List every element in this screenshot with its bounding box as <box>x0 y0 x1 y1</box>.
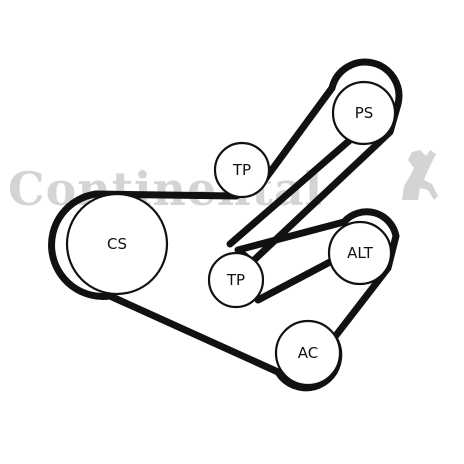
pulley-alt-circle <box>327 220 393 286</box>
pulley-tp-top-label: TP <box>232 161 251 179</box>
pulley-tp-mid-label: TP <box>226 271 245 289</box>
pulley-cs: CS <box>65 192 169 296</box>
pulley-ps: PS <box>331 80 397 146</box>
pulley-ac-circle <box>274 319 342 387</box>
belt-inner-strand-alt <box>254 258 334 304</box>
horse-icon <box>402 150 438 200</box>
pulley-ps-circle <box>331 80 397 146</box>
pulley-cs-label: CS <box>107 235 127 253</box>
pulley-ac: AC <box>274 319 342 387</box>
pulley-cs-circle <box>65 192 169 296</box>
pulley-tp-mid: TP <box>207 251 265 309</box>
pulley-alt: ALT <box>327 220 393 286</box>
pulley-tp-top-circle <box>213 141 271 199</box>
belt-inner-strand <box>226 136 354 248</box>
pulley-ac-label: AC <box>298 344 318 362</box>
pulley-tp-mid-circle <box>207 251 265 309</box>
pulley-tp-top: TP <box>213 141 271 199</box>
pulley-alt-label: ALT <box>347 244 374 262</box>
pulley-ps-label: PS <box>355 104 374 122</box>
